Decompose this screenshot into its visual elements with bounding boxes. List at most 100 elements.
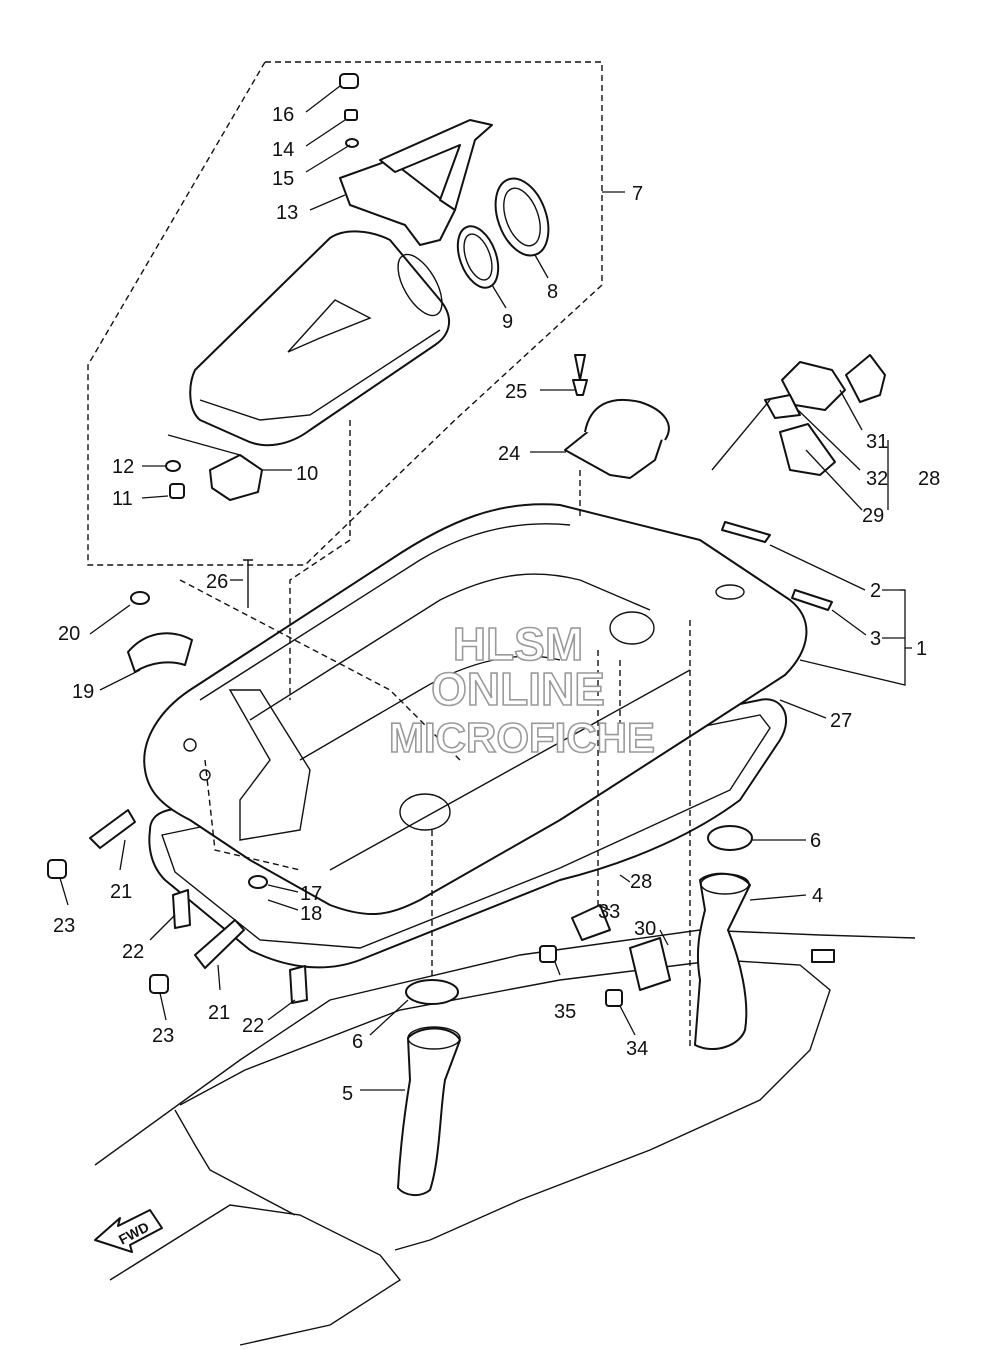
hose-5-end xyxy=(407,1026,461,1050)
hood-slot xyxy=(715,584,745,600)
align-line-left xyxy=(204,759,301,871)
hood-port-2 xyxy=(609,611,655,645)
watermark: HLSM ONLINE MICROFICHE xyxy=(388,617,656,762)
callout-labels: 16 14 15 13 7 8 9 25 24 12 11 10 31 32 2… xyxy=(53,104,940,1105)
hood-port-1 xyxy=(399,793,451,831)
bolt-23-upper xyxy=(47,859,67,879)
bolt-23-lower xyxy=(149,974,169,994)
watermark-line-1: HLSM xyxy=(453,618,583,670)
air-box-intake xyxy=(397,253,443,317)
callout-27: 27 xyxy=(830,710,852,732)
callout-4: 4 xyxy=(812,885,823,907)
callout-15: 15 xyxy=(272,168,294,190)
strap-24-loop xyxy=(584,398,670,441)
bracket-21-upper xyxy=(89,809,136,849)
leader-lines xyxy=(59,85,912,1091)
nut-34 xyxy=(605,989,623,1007)
callout-1: 1 xyxy=(916,638,927,660)
callout-32: 32 xyxy=(866,468,888,490)
fwd-arrow-shape xyxy=(94,1209,163,1253)
callout-19: 19 xyxy=(72,681,94,703)
bracket-19 xyxy=(127,632,193,673)
callout-34: 34 xyxy=(626,1038,648,1060)
hull-deck-inner xyxy=(179,959,831,1251)
hood-ridge-1 xyxy=(199,523,571,701)
hinge-10 xyxy=(209,454,263,501)
seal-ring-9-inner xyxy=(463,233,493,281)
callout-10: 10 xyxy=(296,463,318,485)
callout-2: 2 xyxy=(870,580,881,602)
callout-16: 16 xyxy=(272,104,294,126)
part-32 xyxy=(764,394,801,419)
hood-ridge-2 xyxy=(249,573,651,721)
gasket-33 xyxy=(571,904,611,941)
plate-30 xyxy=(629,937,671,991)
callout-28-upper: 28 xyxy=(918,468,940,490)
callout-3: 3 xyxy=(870,628,881,650)
washer-12 xyxy=(165,460,181,472)
hose-4 xyxy=(694,872,751,1050)
callout-21-upper: 21 xyxy=(110,881,132,903)
cap-16 xyxy=(339,73,359,89)
callout-11: 11 xyxy=(112,488,133,510)
switch-box xyxy=(845,354,886,403)
align-line-box xyxy=(289,420,351,700)
callout-28-lower: 28 xyxy=(630,871,652,893)
callout-25: 25 xyxy=(505,381,527,403)
bolt-35 xyxy=(539,945,557,963)
seal-ring-8-inner xyxy=(503,187,541,247)
washer-17 xyxy=(248,875,268,889)
hose-4-end xyxy=(700,873,750,895)
hose-5 xyxy=(397,1027,461,1196)
seal-ring-8 xyxy=(494,177,550,257)
callout-24: 24 xyxy=(498,443,520,465)
hull-deck-side xyxy=(109,1204,402,1346)
callout-26: 26 xyxy=(206,571,228,593)
hood-hole-1 xyxy=(183,738,197,752)
watermark-line-3: MICROFICHE xyxy=(389,714,655,761)
callout-22-lower: 22 xyxy=(242,1015,264,1037)
switch-lead xyxy=(711,399,771,471)
clip-22-upper xyxy=(172,889,191,929)
bracket-21-lower xyxy=(194,919,245,969)
hood-handle xyxy=(228,689,311,841)
clip-22-lower xyxy=(289,965,308,1004)
assembly-7-boundary xyxy=(87,61,603,566)
callout-5: 5 xyxy=(342,1083,353,1105)
callout-33: 33 xyxy=(598,901,620,923)
hose-clamp-6-lower xyxy=(405,979,459,1005)
callout-23-upper: 23 xyxy=(53,915,75,937)
hull-deck-outline xyxy=(94,929,916,1166)
callout-31: 31 xyxy=(866,431,888,453)
callout-18: 18 xyxy=(300,903,322,925)
grommet-2 xyxy=(721,521,771,543)
pin-25 xyxy=(572,354,588,396)
callout-13: 13 xyxy=(276,202,298,224)
align-line-26 xyxy=(179,579,461,761)
screw-14 xyxy=(344,109,358,121)
bracket-13-arm xyxy=(379,119,493,211)
callout-14: 14 xyxy=(272,139,294,161)
hood-ridge-3 xyxy=(299,655,561,761)
callout-8: 8 xyxy=(547,281,558,303)
callout-17: 17 xyxy=(300,883,322,905)
callout-21-lower: 21 xyxy=(208,1002,230,1024)
hood-hole-2 xyxy=(199,769,211,781)
callout-35: 35 xyxy=(554,1001,576,1023)
callout-30: 30 xyxy=(634,918,656,940)
screw-20 xyxy=(130,591,150,605)
fwd-arrow: FWD xyxy=(94,1209,163,1253)
hood-ridge-4 xyxy=(329,669,691,871)
grommet-3 xyxy=(791,589,833,611)
callout-22-upper: 22 xyxy=(122,941,144,963)
air-box-base xyxy=(199,329,441,421)
callout-20: 20 xyxy=(58,623,80,645)
callout-29: 29 xyxy=(862,505,884,527)
hinge-line xyxy=(167,434,241,456)
callout-7: 7 xyxy=(632,183,643,205)
deck-tab xyxy=(811,949,835,963)
watermark-line-2: ONLINE xyxy=(431,663,605,715)
strap-26 xyxy=(243,559,253,608)
